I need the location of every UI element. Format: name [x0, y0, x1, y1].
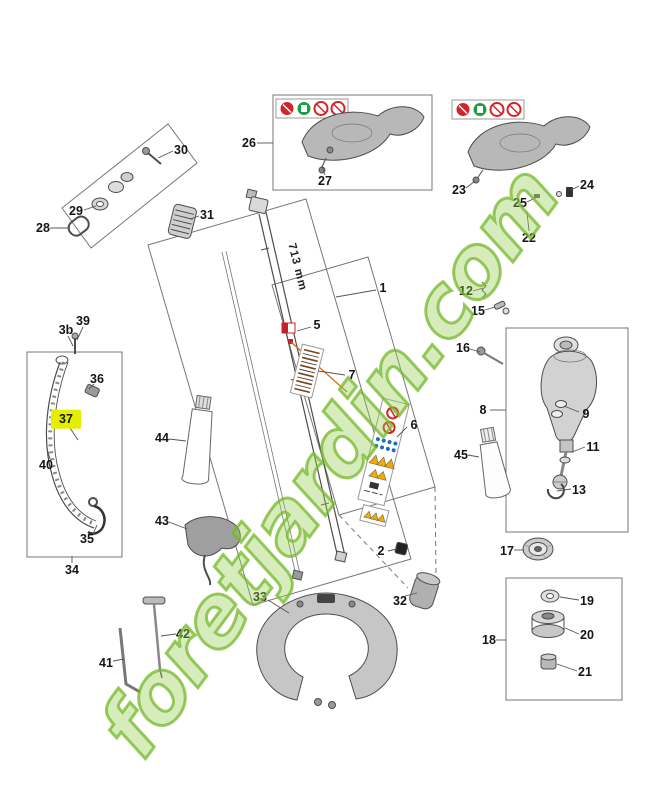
- part-label-34: 34: [65, 562, 79, 577]
- part-label-7: 7: [348, 367, 356, 382]
- gear-head-assembly: [476, 281, 598, 500]
- part-label-19: 19: [580, 593, 594, 608]
- part-label-41: 41: [99, 655, 113, 670]
- part-label-2: 2: [377, 543, 385, 558]
- deflector-26: [275, 98, 425, 174]
- part-label-31: 31: [200, 207, 214, 222]
- deflector-33: [256, 592, 398, 709]
- clamp-assembly: [67, 147, 162, 237]
- part-label-40: 40: [39, 457, 53, 472]
- part-label-17: 17: [500, 543, 514, 558]
- part-label-1: 1: [379, 280, 387, 295]
- part-label-22: 22: [522, 230, 536, 245]
- part-label-32: 32: [393, 593, 407, 608]
- part-label-15: 15: [471, 303, 485, 318]
- part-label-30: 30: [174, 142, 188, 157]
- pictogram-sticker-6: [357, 397, 410, 528]
- part-label-28: 28: [36, 220, 50, 235]
- warning-pictogram-strip-left: [280, 101, 346, 116]
- part-label-39: 39: [76, 313, 90, 328]
- part-label-43: 43: [155, 513, 169, 528]
- grease-tube-45: [479, 426, 511, 499]
- part-label-9: 9: [582, 406, 590, 421]
- harness-strap: [45, 332, 106, 535]
- shaft-tube: [221, 188, 348, 581]
- part-label-3b: 3b: [58, 322, 74, 337]
- part-label-8: 8: [479, 402, 487, 417]
- mowing-head-parts: [531, 589, 565, 670]
- part-label-36: 36: [90, 371, 104, 386]
- part-label-44: 44: [155, 430, 169, 445]
- tools-41-42: [118, 596, 166, 694]
- part-label-24: 24: [580, 177, 594, 192]
- part-label-33: 33: [253, 589, 267, 604]
- thrust-plate-17: [522, 537, 554, 561]
- part-label-20: 20: [580, 627, 594, 642]
- leader-lines: [46, 142, 586, 672]
- part-label-37-highlighted: 37: [51, 409, 81, 429]
- part-label-18: 18: [482, 632, 496, 647]
- part-label-6: 6: [410, 417, 418, 432]
- part-label-27: 27: [318, 173, 332, 188]
- grip-sleeve-part: [167, 203, 197, 239]
- part-label-12: 12: [459, 283, 473, 298]
- barcode-sticker-7: [289, 343, 325, 399]
- part-label-16: 16: [456, 340, 470, 355]
- part-label-35: 35: [80, 531, 94, 546]
- tool-43: [184, 516, 241, 586]
- part-label-26: 26: [242, 135, 256, 150]
- part-label-23: 23: [452, 182, 466, 197]
- part-label-45: 45: [454, 447, 468, 462]
- part-label-29: 29: [69, 203, 83, 218]
- grease-tube-44: [181, 394, 213, 485]
- part-label-5: 5: [313, 317, 321, 332]
- part-label-21: 21: [578, 664, 592, 679]
- part-label-13: 13: [572, 482, 586, 497]
- part-label-25: 25: [513, 195, 527, 210]
- part-label-42: 42: [176, 626, 190, 641]
- warning-pictogram-strip-right: [456, 102, 522, 117]
- shaft-end-parts: [394, 541, 441, 610]
- part-label-11: 11: [586, 439, 600, 454]
